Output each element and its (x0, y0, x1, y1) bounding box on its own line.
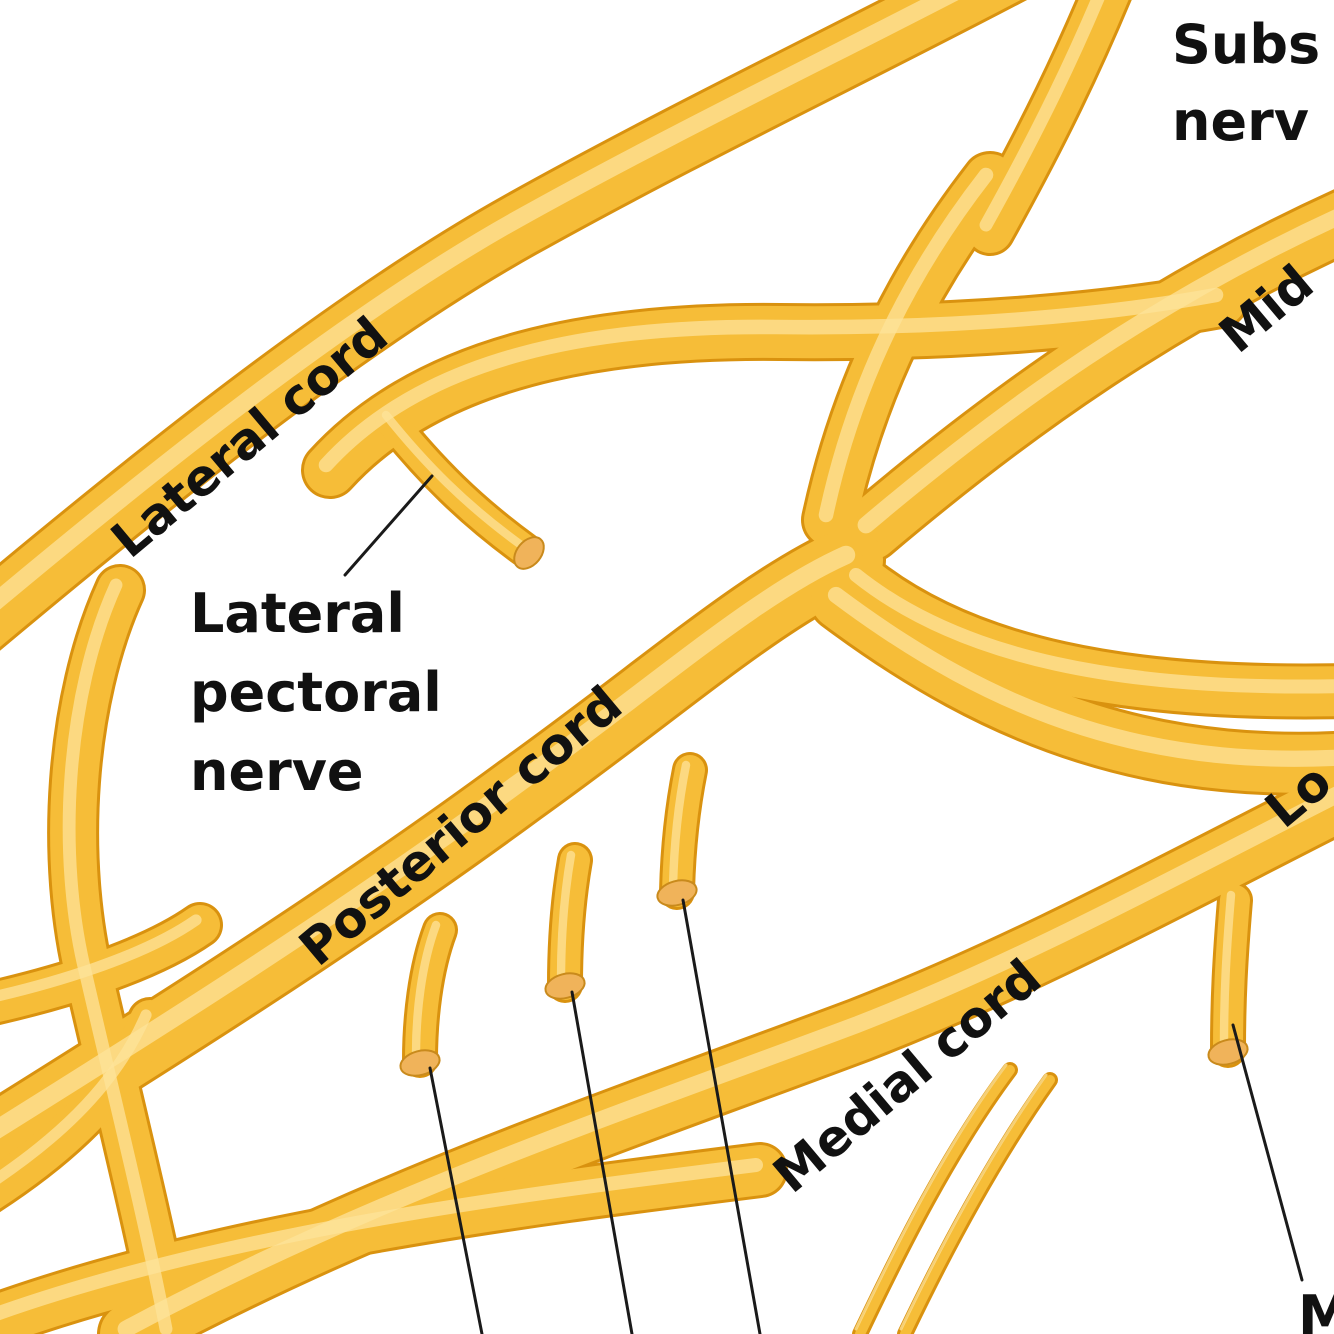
leader-lines (343, 474, 1304, 1334)
medial-cord-filament-1-highlight (854, 1063, 1008, 1331)
lateral-pectoral-nerve-line3: nerve (190, 740, 364, 803)
stump-lateral-pectoral (513, 536, 545, 570)
subscapular-nerve-label-line2: nerv (1172, 90, 1309, 153)
lateral-pectoral-nerve-line2: pectoral (190, 661, 442, 724)
left-ansa-upper-highlight (0, 914, 202, 1002)
leader-upper-subscapular (428, 1066, 484, 1334)
lateral-cord-trunk-ext-highlight (979, 0, 1105, 232)
cut-nerve-ends (399, 536, 1249, 1077)
bottom-right-label-partial: M (1298, 1284, 1334, 1334)
upper-subscapular-highlight (411, 920, 441, 1060)
left-ansa-upper (0, 905, 220, 1022)
lateral-cord-highlight (0, 0, 959, 610)
leader-thoracodorsal (570, 990, 634, 1334)
medial-branch-highlight (1219, 890, 1236, 1050)
lateral-pectoral-nerve-line1: Lateral (190, 582, 405, 645)
lateral-to-median-root-highlight (318, 287, 1224, 473)
leader-lower-subscapular (681, 898, 762, 1334)
middle-trunk-highlight (857, 209, 1334, 534)
stump-thoracodorsal (544, 972, 586, 1000)
leader-medial-branch (1231, 1023, 1304, 1282)
thoracodorsal-highlight (556, 850, 576, 985)
leader-lateral-pectoral (343, 474, 434, 577)
lower-trunk-highlight (827, 586, 1334, 767)
posterior-to-lower-highlight (849, 568, 1334, 694)
medial-cord-filament-1 (855, 1065, 1015, 1334)
subscapular-nerve-label-line1: Subs (1172, 13, 1320, 76)
medial-lower-sweep-highlight (0, 1158, 763, 1321)
medial-cord-filament-2-highlight (899, 1073, 1048, 1331)
posterior-oblique-highlight (818, 167, 994, 523)
lower-subscapular-highlight (668, 760, 691, 892)
lateral-pectoral-branch-highlight (381, 410, 526, 550)
left-ansa-lower-highlight (0, 1009, 152, 1184)
medial-cord-filament-2 (900, 1075, 1055, 1334)
stump-lower-subscapular (656, 879, 698, 907)
